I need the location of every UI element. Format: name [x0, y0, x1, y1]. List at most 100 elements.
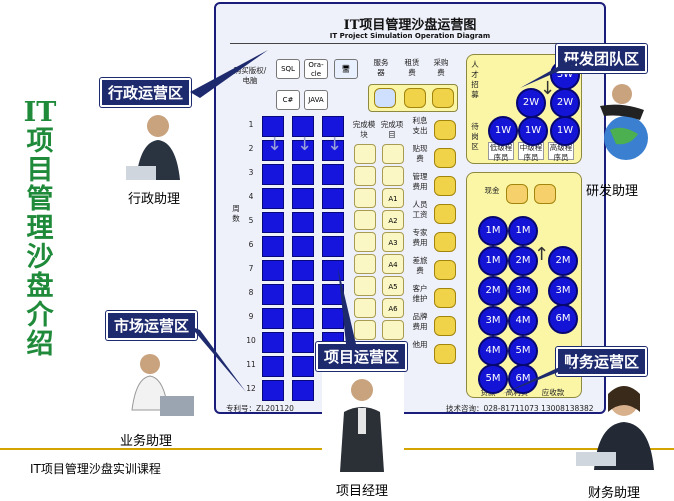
finance-badge: 4M [478, 336, 508, 366]
module-slot [354, 188, 376, 208]
finance-badge: 6M [548, 304, 578, 334]
sales-assistant-avatar [120, 346, 200, 426]
callout-rnd: 研发团队区 [556, 44, 648, 73]
cost-label: 管理费用 [412, 172, 428, 191]
week-number: 6 [248, 240, 254, 249]
callout-market: 市场运营区 [106, 311, 198, 340]
progress-cell [262, 356, 284, 377]
module-slot [354, 298, 376, 318]
progress-cell [322, 212, 344, 233]
cost-coin-icon [434, 120, 456, 140]
progress-column-1 [262, 116, 284, 404]
purchase-coin-icon [432, 88, 454, 108]
admin-assistant-avatar [122, 110, 192, 182]
standby-label: 待岗区 [471, 122, 479, 151]
callout-finance: 财务运营区 [556, 347, 648, 376]
progress-cell [292, 212, 314, 233]
progress-cell [322, 140, 344, 161]
finance-assistant-avatar [574, 372, 670, 470]
progress-column-2 [292, 116, 314, 404]
module-slot [354, 254, 376, 274]
project-slot-empty [382, 144, 404, 164]
progress-cell [292, 332, 314, 353]
chip-sql: SQL [276, 59, 300, 79]
cost-coin-icon [434, 176, 456, 196]
project-slot: A3 [382, 232, 404, 252]
cost-coin-icon [434, 288, 456, 308]
module-slot [354, 320, 376, 340]
weeks-label: 周数 [232, 204, 240, 223]
finance-badge: 1M [478, 216, 508, 246]
board-subtitle: IT Project Simulation Operation Diagram [329, 32, 491, 40]
progress-cell [292, 380, 314, 401]
progress-cell [262, 164, 284, 185]
cash-label: 现金 [484, 186, 500, 195]
footer-course-label: IT项目管理沙盘实训课程 [30, 462, 161, 476]
title-divider [230, 43, 590, 44]
progress-cell [292, 140, 314, 161]
rnd-assistant-caption: 研发助理 [586, 184, 639, 199]
cost-label: 专家费用 [412, 228, 428, 247]
finance-badge: 3M [508, 276, 538, 306]
finance-badge: 5M [508, 336, 538, 366]
progress-cell [262, 284, 284, 305]
finance-badge: 6M [508, 364, 538, 394]
progress-cell [262, 140, 284, 161]
operation-board: IT项目管理沙盘运营图 IT Project Simulation Operat… [214, 2, 606, 414]
progress-cell [322, 116, 344, 137]
down-arrow-icon: ↓ [327, 134, 343, 155]
rent-header: 租赁费 [404, 58, 420, 77]
progress-cell [262, 380, 284, 401]
project-slot: A1 [382, 188, 404, 208]
module-slot [354, 210, 376, 230]
finance-badge: 3M [548, 276, 578, 306]
week-number: 5 [248, 216, 254, 225]
week-number: 9 [248, 312, 254, 321]
progress-cell [292, 116, 314, 137]
sales-assistant-caption: 业务助理 [120, 434, 173, 449]
progress-cell [292, 308, 314, 329]
module-slot [354, 144, 376, 164]
progress-cell [262, 260, 284, 281]
project-manager-caption: 项目经理 [336, 484, 389, 499]
patent-label: 专利号：ZL201120 [226, 404, 294, 413]
module-slot [354, 232, 376, 252]
progress-cell [322, 188, 344, 209]
server-header: 服务器 [373, 58, 389, 77]
callout-project: 项目运营区 [316, 342, 408, 371]
progress-cell [262, 116, 284, 137]
callout-admin: 行政运营区 [100, 78, 192, 107]
progress-cell [322, 260, 344, 281]
week-number: 11 [246, 360, 256, 369]
cost-coin-icon [434, 204, 456, 224]
dev-badge: 1W [488, 116, 518, 146]
cost-label: 客户维护 [412, 284, 428, 303]
chip-java: JAVA [304, 90, 328, 110]
progress-cell [322, 164, 344, 185]
week-number: 3 [248, 168, 254, 177]
cost-label: 利息支出 [412, 116, 428, 135]
admin-purchase-label: 购买版权/电脑 [233, 66, 267, 85]
chip-csharp: C# [276, 90, 300, 110]
down-arrow-icon: ↓ [267, 134, 283, 155]
cost-coin-icon [434, 316, 456, 336]
project-slot-empty [382, 320, 404, 340]
progress-cell [292, 236, 314, 257]
finance-badge: 3M [478, 306, 508, 336]
talent-label: 人才招募 [471, 60, 479, 99]
project-slot: A6 [382, 298, 404, 318]
chip-oracle: Ora-cle [304, 59, 328, 79]
cost-coin-icon [434, 260, 456, 280]
progress-cell [262, 188, 284, 209]
cost-label: 人员工资 [412, 200, 428, 219]
progress-cell [322, 308, 344, 329]
week-number: 2 [248, 144, 254, 153]
progress-cell [262, 308, 284, 329]
dev-badge: 2W [550, 88, 580, 118]
page-title: IT项目管理沙盘介绍 [23, 97, 57, 360]
progress-cell [322, 284, 344, 305]
project-slot-empty [382, 166, 404, 186]
progress-cell [292, 164, 314, 185]
money-bag-icon [506, 184, 528, 204]
computer-icon: 🖥 [334, 59, 358, 79]
